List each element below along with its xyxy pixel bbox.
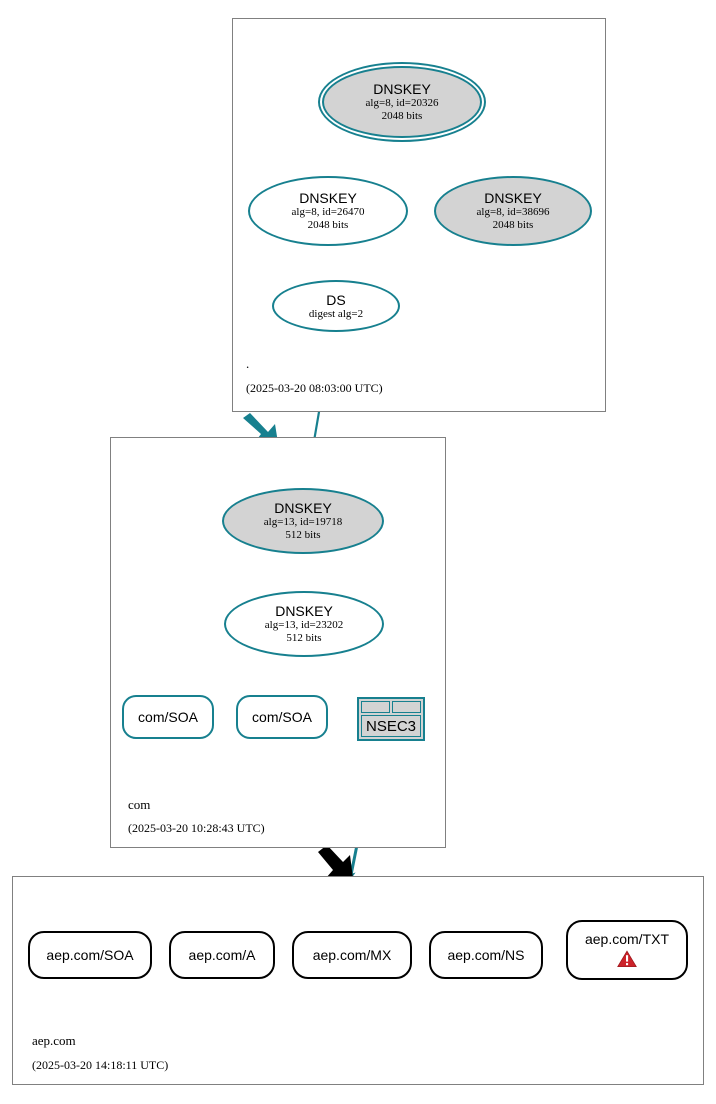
zone-timestamp-aep-com: (2025-03-20 14:18:11 UTC) <box>32 1058 169 1072</box>
node-title: com/SOA <box>138 709 198 725</box>
node-subtitle-alg-id: alg=8, id=38696 <box>476 206 550 218</box>
node-title: DNSKEY <box>373 81 431 97</box>
zone-name-aep-com: aep.com <box>32 1033 76 1048</box>
node-nsec3-com[interactable]: NSEC3 <box>357 697 425 741</box>
node-subtitle-digest-alg: digest alg=2 <box>308 307 364 320</box>
node-rrset-aep-mx[interactable]: aep.com/MX <box>292 931 412 979</box>
nsec3-cells <box>361 701 421 713</box>
nsec3-cell-1 <box>361 701 390 713</box>
node-title: aep.com/MX <box>312 947 392 963</box>
zone-name-root: . <box>246 356 250 371</box>
node-title: DS <box>326 291 346 308</box>
zone-box-aep-com <box>12 876 704 1085</box>
node-subtitle-alg-id: alg=8, id=20326 <box>365 97 439 109</box>
nsec3-label: NSEC3 <box>361 715 421 737</box>
node-subtitle-alg-id: alg=13, id=23202 <box>264 619 344 631</box>
zone-timestamp-root: (2025-03-20 08:03:00 UTC) <box>246 381 383 395</box>
node-title: DNSKEY <box>484 190 542 206</box>
node-subtitle-keysize: 2048 bits <box>492 219 534 231</box>
node-subtitle-keysize: 2048 bits <box>381 110 423 122</box>
nsec3-cell-2 <box>392 701 421 713</box>
zone-timestamp-com: (2025-03-20 10:28:43 UTC) <box>128 821 265 835</box>
node-title: aep.com/NS <box>447 947 525 963</box>
warning-triangle-icon <box>615 948 639 969</box>
node-subtitle-alg-id: alg=13, id=19718 <box>263 516 343 528</box>
node-title: aep.com/SOA <box>46 947 134 963</box>
node-dnskey-root-zsk-38696[interactable]: DNSKEY alg=8, id=38696 2048 bits <box>434 176 592 246</box>
node-ds-root[interactable]: DS digest alg=2 <box>272 280 400 332</box>
node-rrset-com-soa-2[interactable]: com/SOA <box>236 695 328 739</box>
node-title: DNSKEY <box>274 500 332 516</box>
zone-name-com: com <box>128 797 151 812</box>
node-subtitle-alg-id: alg=8, id=26470 <box>291 206 365 218</box>
node-rrset-aep-soa[interactable]: aep.com/SOA <box>28 931 152 979</box>
node-subtitle-keysize: 512 bits <box>285 529 321 541</box>
node-title: aep.com/TXT <box>584 931 670 947</box>
node-title: DNSKEY <box>299 190 357 206</box>
node-dnskey-root-zsk-26470[interactable]: DNSKEY alg=8, id=26470 2048 bits <box>248 176 408 246</box>
node-title: DNSKEY <box>275 603 333 619</box>
node-rrset-aep-a[interactable]: aep.com/A <box>169 931 275 979</box>
node-rrset-com-soa-1[interactable]: com/SOA <box>122 695 214 739</box>
node-dnskey-com-ksk[interactable]: DNSKEY alg=13, id=19718 512 bits <box>222 488 384 554</box>
node-rrset-aep-txt[interactable]: aep.com/TXT <box>566 920 688 980</box>
node-title: aep.com/A <box>188 947 256 963</box>
node-dnskey-root-ksk[interactable]: DNSKEY alg=8, id=20326 2048 bits <box>322 66 482 138</box>
node-subtitle-keysize: 512 bits <box>286 632 322 644</box>
node-dnskey-com-zsk[interactable]: DNSKEY alg=13, id=23202 512 bits <box>224 591 384 657</box>
node-subtitle-keysize: 2048 bits <box>307 219 349 231</box>
node-rrset-aep-ns[interactable]: aep.com/NS <box>429 931 543 979</box>
node-title: com/SOA <box>252 709 312 725</box>
